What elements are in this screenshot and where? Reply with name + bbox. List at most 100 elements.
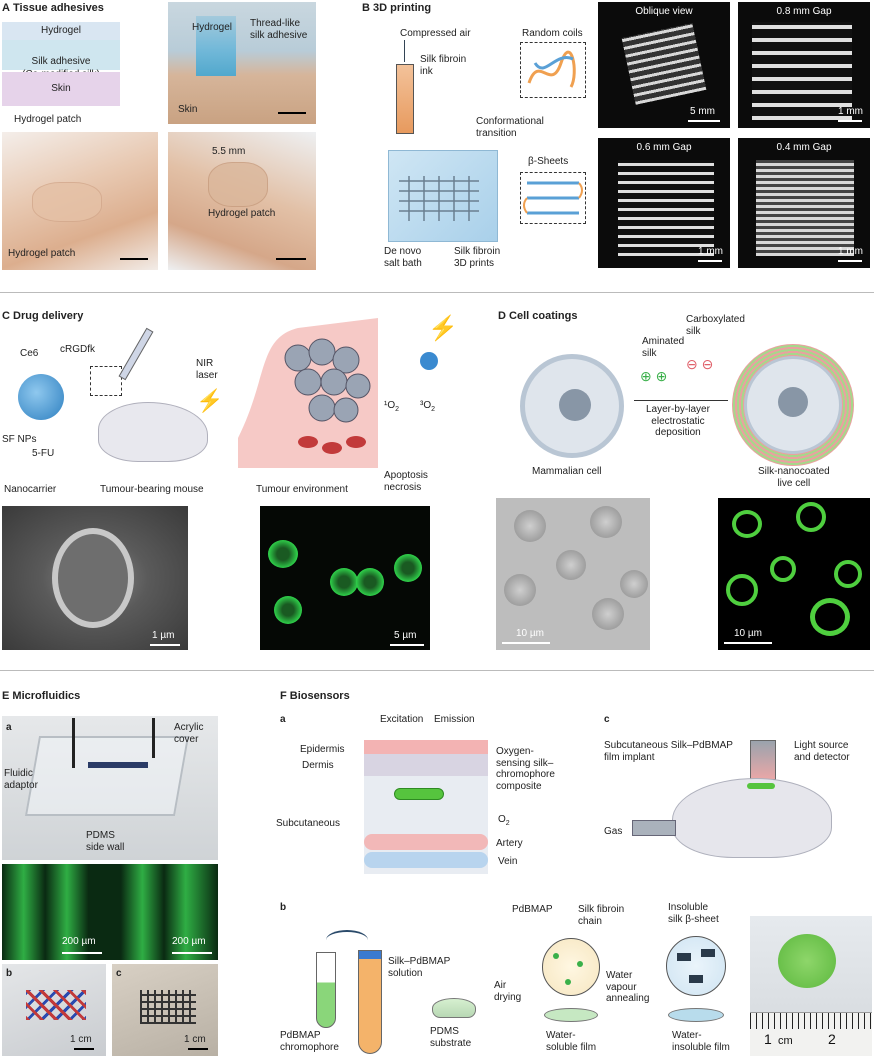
transfer-arrow-icon — [326, 930, 368, 950]
soluble-film-dish — [544, 1008, 598, 1022]
label-emission: Emission — [434, 714, 475, 725]
label-random-coils: Random coils — [522, 28, 583, 39]
label-crgdfk: cRGDfk — [60, 344, 95, 355]
label-layer-by-layer: Layer-by-layer electrostatic deposition — [646, 404, 710, 438]
sem-nanoparticle-image: 1 µm — [2, 506, 188, 650]
label-annealing: Water vapour annealing — [606, 970, 650, 1004]
carboxylated-silk-strand: ⊖ ⊖ — [686, 356, 714, 372]
label-skin: Skin — [178, 104, 198, 115]
label-patch-1: Hydrogel patch — [8, 248, 76, 259]
label-ce6: Ce6 — [20, 348, 39, 359]
label-patch-2: Hydrogel patch — [208, 208, 276, 219]
light-detector-icon — [750, 740, 776, 780]
syringe-icon — [396, 64, 414, 134]
print-gap-08: 0.8 mm Gap 1 mm — [738, 2, 870, 128]
label-o2: O2 — [498, 814, 510, 827]
label-implant: Subcutaneous Silk–PdBMAP film implant — [604, 740, 733, 763]
label-singlet-o2: ¹O2 — [384, 400, 400, 413]
label-insoluble-film: Water- insoluble film — [672, 1030, 730, 1053]
nanocarrier-icon — [18, 374, 64, 420]
label-subcutaneous: Subcutaneous — [276, 818, 340, 829]
label-tumour-mouse: Tumour-bearing mouse — [100, 484, 204, 495]
microfluidic-chip-photo: a Acrylic cover Fluidic adaptor PDMS sid… — [2, 716, 218, 860]
nanocarrier-zoom-box — [90, 366, 122, 396]
label-silk-ink: Silk fibroin ink — [420, 54, 467, 77]
label-substrate: PDMS substrate — [430, 1026, 472, 1049]
skin-cross-section — [364, 740, 488, 874]
random-coils-box — [520, 42, 586, 98]
label-nanocarrier: Nanocarrier — [4, 484, 57, 495]
label-epidermis: Epidermis — [300, 744, 345, 755]
sub-c-label: c — [604, 714, 610, 725]
coated-cell-diagram — [732, 344, 854, 466]
panel-b-title: B 3D printing — [362, 2, 432, 14]
divider-2 — [0, 670, 874, 671]
label-triplet-o2: ³O2 — [420, 400, 436, 413]
label-nir: NIR laser — [196, 358, 218, 381]
label-thread-adhesive: Thread-like silk adhesive — [250, 18, 308, 41]
print-gap-04: 0.4 mm Gap 1 mm — [738, 138, 870, 268]
sub-a-label: a — [280, 714, 286, 725]
adhesive-closeup-photo: Hydrogel Thread-like silk adhesive Skin — [168, 2, 316, 124]
chip-photo-c: c 1 cm — [112, 964, 218, 1056]
label-light-source: Light source and detector — [794, 740, 850, 763]
layer-skin: Skin — [2, 72, 120, 106]
label-insoluble-sheet: Insoluble silk β-sheet — [668, 902, 719, 925]
panel-e-title: E Microfluidics — [2, 690, 81, 702]
label-tumour-env: Tumour environment — [256, 484, 348, 495]
syringe-drug-icon — [118, 327, 154, 381]
insoluble-film-dish — [668, 1008, 724, 1022]
label-coated: Silk-nanocoated live cell — [758, 466, 830, 489]
label-chromophore: PdBMAP chromophore — [280, 1030, 339, 1053]
film-on-ruler-photo: 1 cm 2 — [750, 916, 872, 1056]
label-air-drying: Air drying — [494, 980, 522, 1003]
patch-caption: Hydrogel patch — [14, 114, 82, 125]
label-carboxylated: Carboxylated silk — [686, 314, 745, 337]
brightfield-cells-image: 10 µm — [496, 498, 650, 650]
mammalian-cell-diagram — [520, 354, 624, 458]
label-artery: Artery — [496, 838, 523, 849]
panel-f-title: F Biosensors — [280, 690, 350, 702]
aminated-silk-strand: ⊕ ⊕ — [640, 368, 668, 384]
pdms-dish — [432, 998, 476, 1018]
label-beta-sheets: β-Sheets — [528, 156, 569, 167]
label-aminated: Aminated silk — [642, 336, 685, 359]
label-mammalian: Mammalian cell — [532, 466, 602, 477]
salt-bath-cube — [388, 150, 498, 242]
layer-silk-adhesive: Silk adhesive (Ca-modified silk) — [2, 40, 120, 80]
panel-a-title: A Tissue adhesives — [2, 2, 104, 14]
beta-sheets-box — [520, 172, 586, 224]
label-conformational: Conformational transition — [476, 116, 544, 139]
mouse-illustration — [98, 402, 208, 462]
label-composite: Oxygen- sensing silk– chromophore compos… — [496, 746, 555, 792]
ruler-unit: cm — [778, 1035, 793, 1047]
label-5fu: 5-FU — [32, 448, 55, 459]
laser-bolt-icon: ⚡ — [196, 388, 224, 413]
label-compressed-air: Compressed air — [400, 28, 471, 39]
chromophore-tube — [316, 952, 336, 1028]
soluble-film-zoom — [542, 938, 600, 996]
chip-photo-b: b 1 cm — [2, 964, 106, 1056]
label-sf-nps: SF NPs — [2, 434, 37, 445]
sleeping-mouse-illustration — [672, 778, 832, 858]
label-dermis: Dermis — [302, 760, 334, 771]
label-solution: Silk–PdBMAP solution — [388, 956, 451, 979]
layer-hydrogel: Hydrogel — [2, 22, 120, 40]
deposition-arrow — [634, 400, 728, 401]
print-gap-06: 0.6 mm Gap 1 mm — [598, 138, 730, 268]
label-gap: 5.5 mm — [212, 146, 246, 157]
solution-tube — [358, 950, 382, 1054]
hand-patch-photo-1: Hydrogel patch — [2, 132, 158, 270]
label-silk-chain: Silk fibroin chain — [578, 904, 625, 927]
laser-bolt-icon-2: ⚡ — [428, 315, 458, 342]
label-soluble-film: Water- soluble film — [546, 1030, 597, 1053]
label-acrylic: Acrylic cover — [174, 722, 204, 745]
fluorescence-nanoparticle-image: 5 µm — [260, 506, 430, 650]
panel-d-title: D Cell coatings — [498, 310, 578, 322]
insoluble-film-zoom — [666, 936, 726, 996]
panel-c-title: C Drug delivery — [2, 310, 84, 322]
hand-patch-photo-2: 5.5 mm Hydrogel patch — [168, 132, 316, 270]
label-gas: Gas — [604, 826, 623, 837]
label-vein: Vein — [498, 856, 518, 867]
label-excitation: Excitation — [380, 714, 424, 725]
